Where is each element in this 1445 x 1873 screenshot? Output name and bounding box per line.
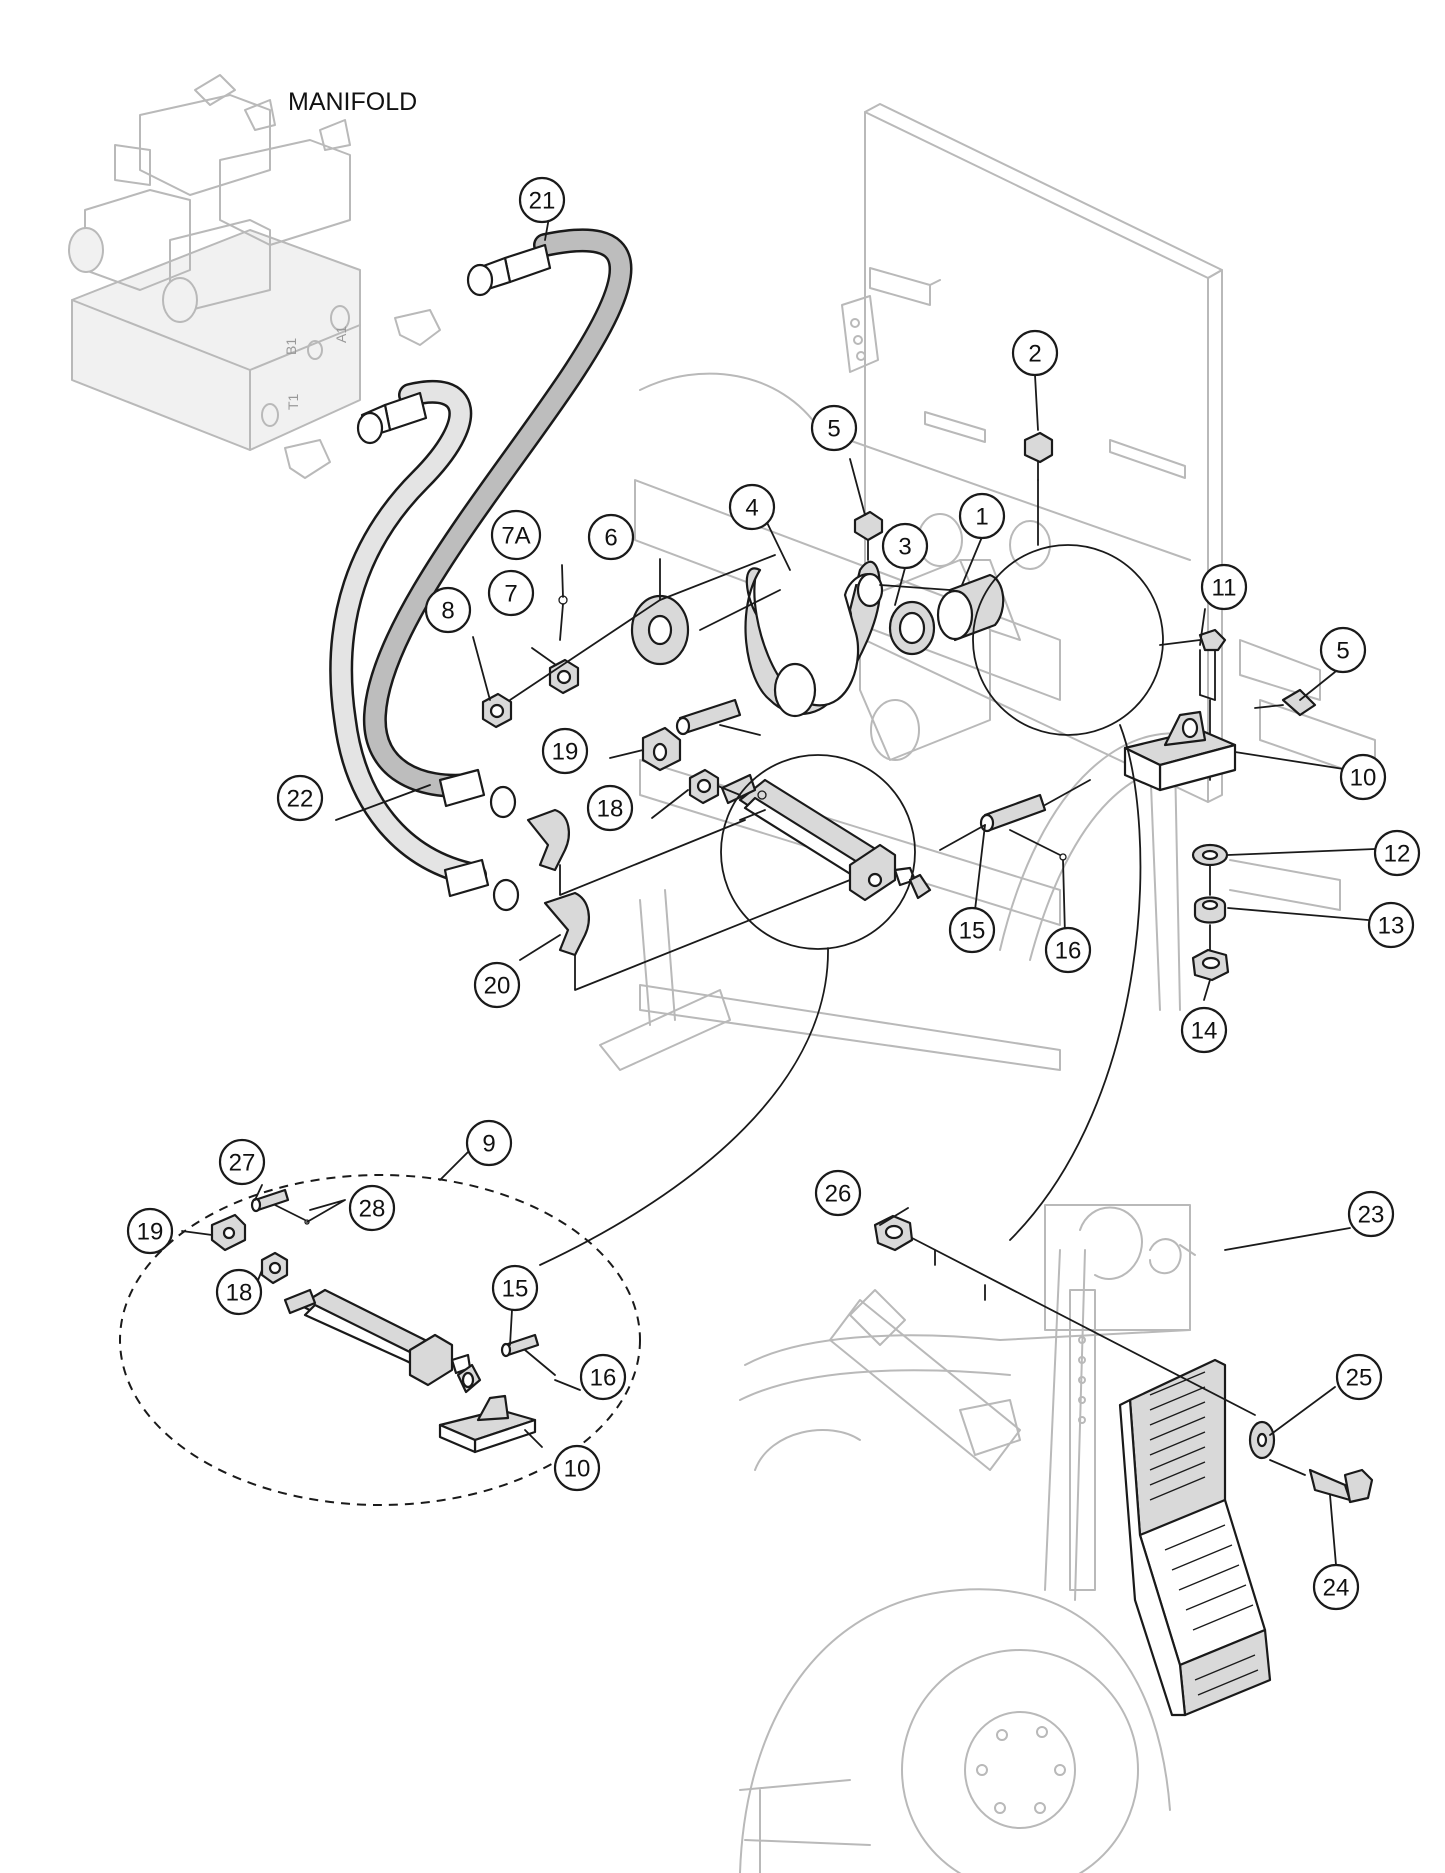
- port-b1-label: B1: [283, 338, 299, 355]
- callout-9: 9: [465, 1119, 513, 1167]
- callout-1: 1: [958, 492, 1006, 540]
- callout-4: 4: [728, 483, 776, 531]
- callout-14: 14: [1180, 1006, 1228, 1054]
- svg-text:5: 5: [1336, 638, 1349, 665]
- svg-text:3: 3: [898, 534, 911, 561]
- svg-text:23: 23: [1358, 1202, 1385, 1229]
- cylinder-detail-exploded: [210, 1188, 556, 1454]
- svg-text:7: 7: [504, 581, 517, 608]
- callout-24: 24: [1312, 1563, 1360, 1611]
- callout-5-right: 5: [1319, 626, 1367, 674]
- machine-frame-background: [599, 103, 1376, 1873]
- svg-text:7A: 7A: [501, 523, 530, 550]
- leader-cylinder-detail: [539, 947, 829, 1266]
- svg-text:15: 15: [959, 918, 986, 945]
- svg-text:4: 4: [745, 495, 758, 522]
- svg-text:10: 10: [564, 1456, 591, 1483]
- svg-text:15: 15: [502, 1276, 529, 1303]
- callout-15-upper: 15: [948, 906, 996, 954]
- svg-text:22: 22: [287, 786, 314, 813]
- manifold-label: MANIFOLD: [288, 88, 417, 116]
- svg-text:9: 9: [482, 1131, 495, 1158]
- leader-pivot-detail: [1009, 724, 1142, 1241]
- callout-26: 26: [814, 1169, 862, 1217]
- leader-lines: [181, 211, 1376, 1566]
- svg-text:1: 1: [975, 504, 988, 531]
- svg-text:27: 27: [229, 1150, 256, 1177]
- callout-6: 6: [587, 513, 635, 561]
- step-fasteners: [873, 1214, 1374, 1504]
- svg-text:8: 8: [441, 598, 454, 625]
- callout-5-upper: 5: [810, 404, 858, 452]
- svg-text:19: 19: [137, 1219, 164, 1246]
- svg-text:24: 24: [1323, 1575, 1350, 1602]
- callout-10-upper: 10: [1339, 753, 1387, 801]
- washer-nut-stack: [1191, 843, 1230, 982]
- svg-text:12: 12: [1384, 841, 1411, 868]
- callout-16-detail: 16: [579, 1353, 627, 1401]
- svg-text:18: 18: [597, 796, 624, 823]
- callout-23: 23: [1347, 1190, 1395, 1238]
- svg-text:20: 20: [484, 973, 511, 1000]
- port-a1-label: A1: [333, 326, 349, 343]
- callout-25: 25: [1335, 1353, 1383, 1401]
- pivot-assembly: [481, 554, 1005, 729]
- svg-text:13: 13: [1378, 913, 1405, 940]
- callout-20: 20: [473, 961, 521, 1009]
- callout-8: 8: [424, 586, 472, 634]
- callout-15-detail: 15: [491, 1264, 539, 1312]
- callout-13: 13: [1367, 901, 1415, 949]
- svg-text:11: 11: [1212, 575, 1237, 602]
- callout-16-upper: 16: [1044, 926, 1092, 974]
- detail-circle-pivot: [972, 544, 1164, 736]
- callout-19-upper: 19: [541, 727, 589, 775]
- detail-circle-cylinder: [720, 754, 916, 950]
- callout-10-detail: 10: [553, 1444, 601, 1492]
- callout-18-upper: 18: [586, 784, 634, 832]
- callout-21: 21: [518, 176, 566, 224]
- svg-text:14: 14: [1191, 1018, 1218, 1045]
- callout-3: 3: [881, 522, 929, 570]
- hydraulic-cylinder-installed: [720, 773, 932, 902]
- svg-text:16: 16: [1055, 938, 1082, 965]
- svg-text:21: 21: [529, 188, 556, 215]
- svg-text:6: 6: [604, 525, 617, 552]
- svg-text:16: 16: [590, 1365, 617, 1392]
- hose-21: [362, 228, 633, 798]
- callout-11: 11: [1200, 563, 1248, 611]
- port-t1-label: T1: [285, 393, 301, 410]
- svg-text:25: 25: [1346, 1365, 1373, 1392]
- callout-27: 27: [218, 1138, 266, 1186]
- callout-19-detail: 19: [126, 1207, 174, 1255]
- clevis-mount-upper: [1123, 710, 1237, 792]
- svg-text:28: 28: [359, 1196, 386, 1223]
- svg-text:18: 18: [226, 1280, 253, 1307]
- callout-12: 12: [1373, 829, 1421, 877]
- svg-text:19: 19: [552, 739, 579, 766]
- callout-2: 2: [1011, 329, 1059, 377]
- callout-22: 22: [276, 774, 324, 822]
- step-bracket: [1118, 1358, 1272, 1717]
- svg-text:10: 10: [1350, 765, 1377, 792]
- svg-text:5: 5: [827, 416, 840, 443]
- svg-text:26: 26: [825, 1181, 852, 1208]
- callout-7a: 7A: [490, 509, 542, 561]
- detail-ellipse-9: [119, 1174, 641, 1506]
- svg-text:2: 2: [1028, 341, 1041, 368]
- callout-28: 28: [348, 1184, 396, 1232]
- fasteners: [853, 431, 1317, 781]
- manifold-block: [68, 74, 441, 479]
- hose-fittings: [356, 243, 851, 991]
- callout-7: 7: [487, 569, 535, 617]
- callout-18-detail: 18: [215, 1268, 263, 1316]
- pin-cotter-upper: [939, 779, 1091, 861]
- clevis-block-upper: [641, 698, 761, 805]
- hose-22: [329, 379, 487, 887]
